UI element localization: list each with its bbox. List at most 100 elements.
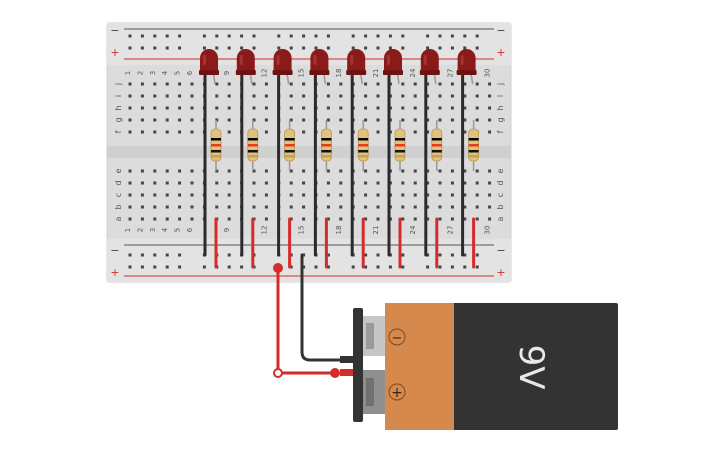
hole [413, 106, 417, 110]
positive-wire-bend-point[interactable] [273, 368, 283, 378]
rail-hole [326, 265, 330, 269]
resistor[interactable] [431, 128, 443, 162]
hole [153, 193, 157, 197]
positive-wire-battery-dot[interactable] [330, 368, 340, 378]
hole [413, 130, 417, 134]
hole [165, 106, 169, 110]
hole [289, 82, 293, 86]
hole [438, 205, 442, 209]
resistor[interactable] [357, 128, 369, 162]
hole [264, 205, 268, 209]
positive-wire[interactable] [276, 266, 337, 375]
hole [326, 193, 330, 197]
column-number: 5 [174, 228, 182, 232]
rail-hole [165, 46, 169, 50]
hole [438, 181, 442, 185]
hole [326, 205, 330, 209]
row-label: j [114, 83, 123, 86]
positive-wire-end-dot[interactable] [273, 263, 283, 273]
hole [401, 118, 405, 122]
row-label: f [114, 130, 123, 133]
column-number: 15 [298, 226, 306, 235]
rail-hole [240, 46, 244, 50]
led-red[interactable] [346, 49, 367, 85]
column-number: 30 [484, 226, 492, 235]
rail-hole [426, 265, 430, 269]
hole [215, 181, 219, 185]
hole [376, 118, 380, 122]
rail-hole [364, 265, 368, 269]
hole [475, 193, 479, 197]
hole [190, 130, 194, 134]
rail-hole [314, 265, 318, 269]
led-red[interactable] [383, 49, 403, 85]
hole [488, 217, 492, 221]
hole [252, 118, 256, 122]
rail-hole [240, 265, 244, 269]
led-red[interactable] [309, 49, 330, 85]
hole [178, 193, 182, 197]
hole [140, 217, 144, 221]
hole [190, 82, 194, 86]
rail-hole [401, 46, 405, 50]
row-label: c [496, 193, 505, 197]
hole [401, 181, 405, 185]
hole [450, 130, 454, 134]
hole [463, 205, 467, 209]
resistor[interactable] [210, 128, 222, 162]
column-number: 12 [260, 69, 268, 78]
rail-hole [326, 46, 330, 50]
hole [376, 205, 380, 209]
led-red[interactable] [199, 49, 219, 85]
led-resistor-columns [199, 49, 480, 269]
led-red[interactable] [272, 49, 293, 85]
hole [302, 205, 306, 209]
rail-hole [475, 34, 479, 38]
hole [426, 130, 430, 134]
hole [376, 181, 380, 185]
rail-hole [227, 265, 231, 269]
negative-wire[interactable] [300, 253, 342, 362]
rail-hole [215, 34, 219, 38]
hole [190, 94, 194, 98]
hole [413, 82, 417, 86]
rail-hole [376, 253, 380, 257]
hole [153, 217, 157, 221]
led-red[interactable] [456, 49, 477, 85]
battery-9v[interactable]: − + 9V [340, 303, 618, 430]
rail-hole [475, 253, 479, 257]
rail-hole [463, 265, 467, 269]
hole [475, 217, 479, 221]
hole [165, 205, 169, 209]
column-number: 9 [223, 71, 231, 75]
hole [302, 169, 306, 173]
hole [364, 193, 368, 197]
led-red[interactable] [235, 49, 256, 85]
hole [264, 217, 268, 221]
resistor[interactable] [247, 128, 259, 162]
battery-minus-symbol: − [392, 331, 403, 346]
led-red[interactable] [419, 49, 440, 85]
hole [463, 94, 467, 98]
hole [289, 193, 293, 197]
hole [401, 106, 405, 110]
rail-hole [364, 46, 368, 50]
hole [215, 118, 219, 122]
resistor[interactable] [284, 128, 296, 162]
hole [450, 181, 454, 185]
hole [128, 106, 132, 110]
battery-wires[interactable] [273, 253, 342, 378]
hole [165, 130, 169, 134]
resistor[interactable] [320, 128, 332, 162]
hole [463, 217, 467, 221]
hole [463, 106, 467, 110]
rail-hole [376, 34, 380, 38]
hole [488, 130, 492, 134]
hole [438, 169, 442, 173]
resistor[interactable] [394, 128, 406, 162]
hole [475, 169, 479, 173]
hole [413, 205, 417, 209]
rail-hole [475, 265, 479, 269]
resistor[interactable] [468, 128, 480, 162]
